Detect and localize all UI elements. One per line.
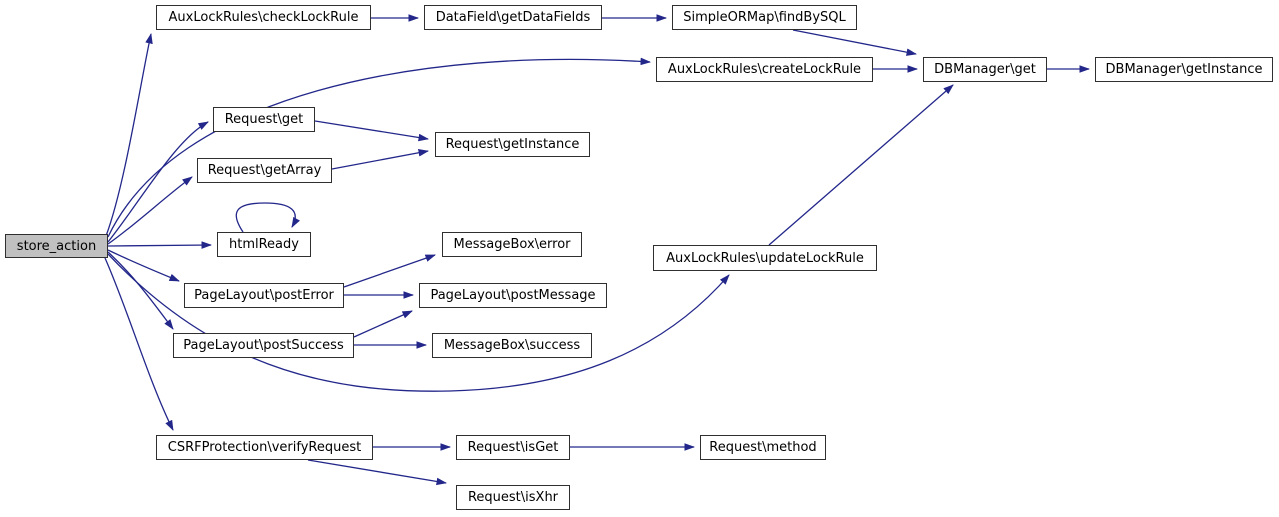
node-mbError[interactable]: MessageBox\error <box>442 232 582 257</box>
node-postError[interactable]: PageLayout\postError <box>184 283 344 308</box>
node-checkLockRule[interactable]: AuxLockRules\checkLockRule <box>156 5 371 30</box>
edge-findBySQL-to-dbGet <box>792 29 917 56</box>
node-updateLockRule[interactable]: AuxLockRules\updateLockRule <box>653 245 877 271</box>
edge-storeAction-to-requestGet <box>107 121 209 243</box>
edge-storeAction-to-verifyRequest <box>104 257 174 431</box>
node-method[interactable]: Request\method <box>700 435 826 460</box>
node-postMessage[interactable]: PageLayout\postMessage <box>419 283 607 308</box>
node-dbGetInstance[interactable]: DBManager\getInstance <box>1095 57 1273 82</box>
node-mbSuccess[interactable]: MessageBox\success <box>432 333 592 358</box>
node-postSuccess[interactable]: PageLayout\postSuccess <box>173 333 354 358</box>
edge-updateLockRule-to-dbGet <box>768 84 954 246</box>
edge-requestGet-to-requestGetInstance <box>314 120 429 142</box>
edge-storeAction-to-htmlReady <box>107 241 212 249</box>
edge-storeAction-to-postSuccess <box>107 251 174 330</box>
node-requestGetInstance[interactable]: Request\getInstance <box>435 132 590 157</box>
node-htmlReady[interactable]: htmlReady <box>217 232 311 257</box>
node-requestGet[interactable]: Request\get <box>213 107 315 132</box>
edge-postSuccess-to-postMessage <box>353 310 413 338</box>
edge-storeAction-to-postError <box>107 249 180 282</box>
edge-storeAction-to-requestGetArray <box>107 176 193 245</box>
node-findBySQL[interactable]: SimpleORMap\findBySQL <box>672 5 857 30</box>
node-isXhr[interactable]: Request\isXhr <box>456 485 570 510</box>
node-requestGetArray[interactable]: Request\getArray <box>197 158 332 183</box>
node-isGet[interactable]: Request\isGet <box>456 435 570 460</box>
edge-storeAction-to-updateLockRule <box>107 253 730 392</box>
edge-htmlReady-to-htmlReady <box>235 202 300 233</box>
node-getDataFields[interactable]: DataField\getDataFields <box>424 5 602 30</box>
node-dbGet[interactable]: DBManager\get <box>923 57 1047 82</box>
edge-verifyRequest-to-isXhr <box>307 459 447 486</box>
edge-requestGetArray-to-requestGetInstance <box>331 149 429 170</box>
edge-storeAction-to-checkLockRule <box>105 33 153 237</box>
node-verifyRequest[interactable]: CSRFProtection\verifyRequest <box>156 435 373 460</box>
node-storeAction[interactable]: store_action <box>5 234 108 258</box>
node-createLockRule[interactable]: AuxLockRules\createLockRule <box>656 57 873 82</box>
